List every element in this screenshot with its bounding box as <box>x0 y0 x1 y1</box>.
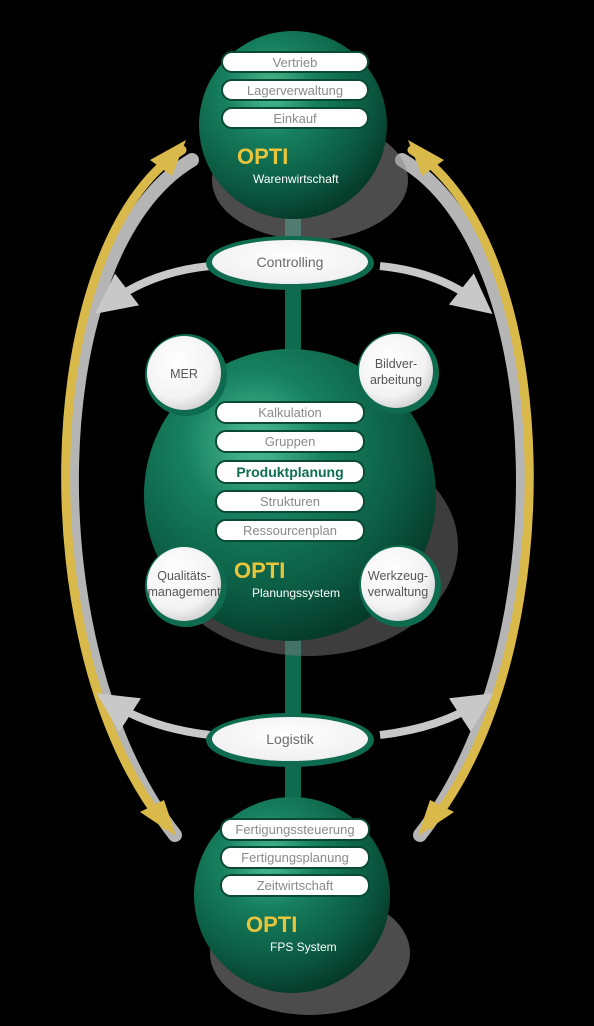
pill-label: Ressourcenplan <box>243 523 337 538</box>
pill-vertrieb[interactable] <box>221 51 369 73</box>
pill-label-highlight: Produktplanung <box>236 464 343 480</box>
pill-fertigungsplanung[interactable] <box>220 846 370 869</box>
satellite-label: Bildver- <box>375 357 417 371</box>
middle-subtitle: Planungssystem <box>252 586 340 600</box>
middle-brand: OPTI <box>234 558 285 583</box>
satellite-bildverarbeitung[interactable]: Bildver- arbeitung <box>357 332 439 414</box>
logistik-oval[interactable]: Logistik <box>206 713 374 767</box>
bottom-subtitle: FPS System <box>270 940 337 954</box>
pill-label: Gruppen <box>265 434 316 449</box>
pill-label: Fertigungsplanung <box>241 850 349 865</box>
pill-strukturen[interactable] <box>215 490 365 513</box>
satellite-mer[interactable]: MER <box>145 334 227 416</box>
controlling-oval[interactable]: Controlling <box>206 236 374 290</box>
right-outer-arc <box>395 140 534 842</box>
top-sphere: Vertrieb Lagerverwaltung Einkauf OPTI Wa… <box>199 31 408 240</box>
satellite-label: management <box>148 585 221 599</box>
satellite-label: arbeitung <box>370 373 422 387</box>
satellite-label: Werkzeug- <box>368 569 428 583</box>
pill-label: Strukturen <box>260 494 320 509</box>
satellite-qualitaetsmanagement[interactable]: Qualitäts- management <box>145 545 227 627</box>
top-brand: OPTI <box>237 144 288 169</box>
logistik-label: Logistik <box>266 731 314 747</box>
satellite-werkzeugverwaltung[interactable]: Werkzeug- verwaltung <box>359 545 441 627</box>
pill-label: Fertigungssteuerung <box>235 822 354 837</box>
top-subtitle: Warenwirtschaft <box>253 172 339 186</box>
pill-gruppen[interactable] <box>215 430 365 453</box>
pill-produktplanung[interactable] <box>215 460 365 484</box>
satellite-label: Qualitäts- <box>157 569 211 583</box>
pill-label: Zeitwirtschaft <box>257 878 334 893</box>
controlling-label: Controlling <box>257 254 324 270</box>
pill-einkauf[interactable] <box>221 107 369 129</box>
pill-label: Lagerverwaltung <box>247 83 343 98</box>
pill-ressourcenplan[interactable] <box>215 519 365 542</box>
upper-gray-arrows <box>95 262 493 314</box>
pill-label: Kalkulation <box>258 405 322 420</box>
pill-lagerverwaltung[interactable] <box>221 79 369 101</box>
bottom-brand: OPTI <box>246 912 297 937</box>
pill-label: Vertrieb <box>273 55 318 70</box>
pill-fertigungssteuerung[interactable] <box>220 818 370 841</box>
pill-kalkulation[interactable] <box>215 401 365 424</box>
satellite-label: verwaltung <box>368 585 428 599</box>
pill-label: Einkauf <box>273 111 317 126</box>
satellite-label: MER <box>170 367 198 381</box>
bottom-sphere: Fertigungssteuerung Fertigungsplanung Ze… <box>194 797 410 1015</box>
left-outer-arc <box>61 140 199 842</box>
pill-zeitwirtschaft[interactable] <box>220 874 370 897</box>
lower-gray-arrows <box>96 693 494 739</box>
